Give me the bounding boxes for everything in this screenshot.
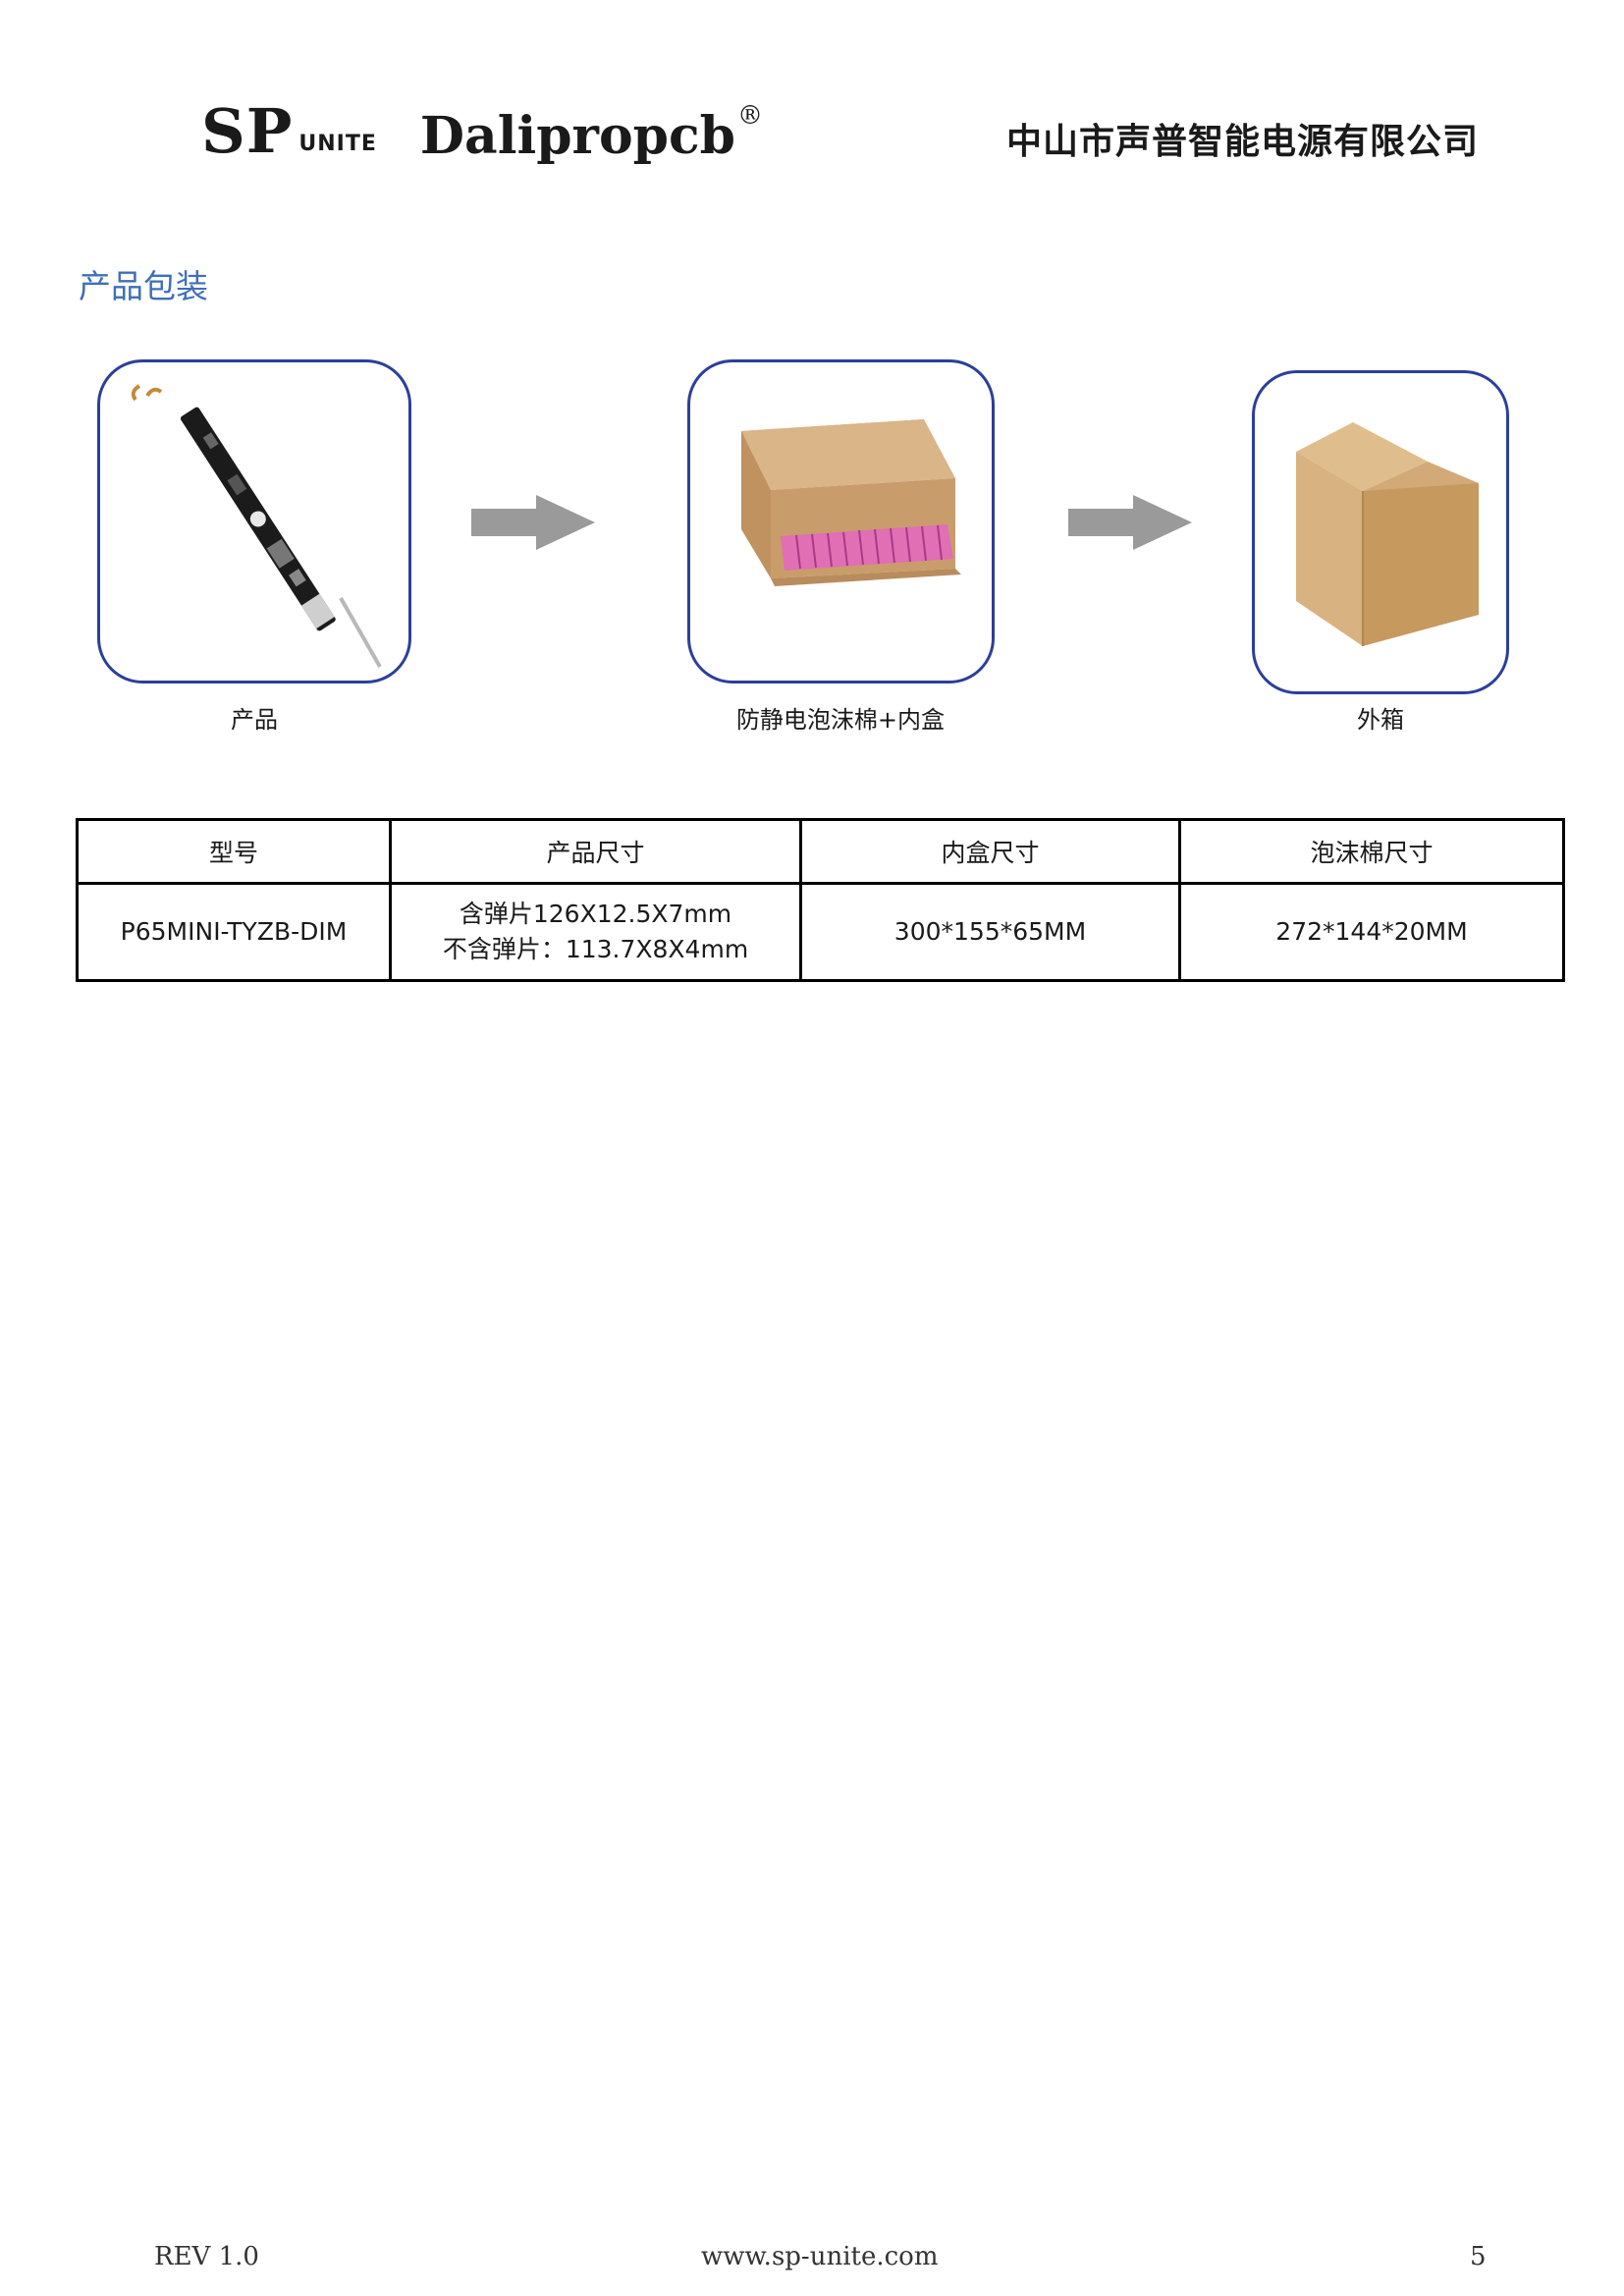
logo-unite: UNITE — [298, 132, 377, 156]
product-size-with-spring: 含弹片126X12.5X7mm — [459, 900, 732, 928]
cell-product-size: 含弹片126X12.5X7mm 不含弹片：113.7X8X4mm — [389, 882, 802, 982]
footer-page-number: 5 — [1470, 2242, 1487, 2271]
logo-brand: Dalipropcb — [419, 106, 736, 166]
inner-box-image-box — [687, 359, 995, 683]
spec-table: 型号 产品尺寸 内盒尺寸 泡沫棉尺寸 P65MINI-TYZB-DIM 含弹片1… — [76, 818, 1565, 982]
header-foam-size: 泡沫棉尺寸 — [1178, 818, 1565, 885]
company-name: 中山市声普智能电源有限公司 — [1005, 122, 1479, 162]
arrow-right-icon — [471, 495, 595, 550]
arrow-right-icon — [1068, 495, 1192, 550]
table-header-row: 型号 产品尺寸 内盒尺寸 泡沫棉尺寸 — [76, 818, 1565, 885]
footer-website: www.sp-unite.com — [701, 2242, 939, 2271]
carton-label: 外箱 — [1357, 706, 1404, 734]
carton-icon — [1296, 422, 1479, 646]
footer-revision: REV 1.0 — [154, 2242, 259, 2271]
header-inner-box-size: 内盒尺寸 — [799, 818, 1181, 885]
cell-model: P65MINI-TYZB-DIM — [76, 882, 392, 982]
header-model: 型号 — [76, 818, 392, 885]
header-product-size: 产品尺寸 — [389, 818, 802, 885]
logo-sp: SP — [201, 95, 294, 167]
cell-foam-size: 272*144*20MM — [1178, 882, 1565, 982]
product-label: 产品 — [231, 706, 278, 734]
logo-registered-mark: ® — [737, 101, 764, 131]
product-size-without-spring: 不含弹片：113.7X8X4mm — [442, 935, 749, 963]
led-board-icon — [131, 384, 382, 668]
carton-image-box — [1252, 370, 1509, 694]
table-row: P65MINI-TYZB-DIM 含弹片126X12.5X7mm 不含弹片：11… — [76, 882, 1565, 982]
section-title: 产品包装 — [79, 267, 208, 305]
inner-box-icon — [741, 419, 961, 586]
product-image-box — [97, 359, 411, 683]
brand-logo: SP UNITE Dalipropcb ® — [201, 93, 763, 162]
cell-inner-box-size: 300*155*65MM — [799, 882, 1181, 982]
inner-box-label: 防静电泡沫棉+内盒 — [735, 706, 946, 734]
